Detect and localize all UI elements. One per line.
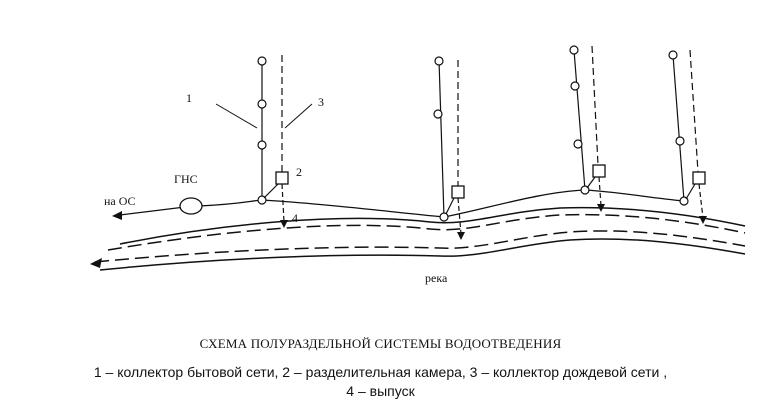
manhole: [257, 140, 267, 150]
outlet-arrows: [280, 204, 707, 240]
storm-collector-4: [689, 49, 699, 173]
outlet-arrow-icon: [597, 204, 605, 212]
separation-chamber: [692, 171, 706, 185]
label-number-4: 4: [292, 211, 298, 225]
manhole: [257, 99, 267, 109]
manhole: [668, 50, 678, 60]
separation-chamber: [275, 171, 289, 185]
river-banks: [94, 206, 746, 271]
manhole: [439, 212, 449, 222]
legend-line-2: 4 – выпуск: [346, 383, 415, 399]
manhole: [433, 109, 443, 119]
manhole: [569, 45, 579, 55]
chamber-connection: [586, 176, 596, 189]
pump-station-symbol: [179, 197, 203, 215]
storm-collectors: [281, 45, 699, 186]
domestic-branches: [261, 49, 685, 218]
outlet-line: [457, 197, 462, 235]
manholes: [257, 45, 689, 222]
domestic-branch-4: [672, 54, 685, 202]
separation-chamber: [451, 185, 465, 199]
chamber-connection: [685, 183, 696, 200]
domestic-branch-3: [573, 49, 586, 191]
chamber-connections: [263, 176, 696, 215]
outlet-arrow-icon: [457, 232, 465, 240]
label-to-treatment: на ОС: [104, 194, 136, 208]
river-bank-upper-dashed: [107, 213, 746, 251]
scheme-title: СХЕМА ПОЛУРАЗДЕЛЬНОЙ СИСТЕМЫ ВОДООТВЕДЕН…: [199, 336, 562, 351]
outlets: [281, 176, 704, 235]
chamber-connection: [445, 197, 455, 215]
main-domestic-collector: [119, 189, 685, 218]
outlet-line: [598, 176, 602, 207]
arrow-to-treatment-icon: [112, 211, 122, 220]
outlet-arrow-icon: [280, 220, 288, 228]
river-bank-upper-solid: [119, 206, 746, 245]
separation-chambers: [275, 164, 706, 199]
outlet-arrow-icon: [699, 216, 707, 224]
label-river: река: [425, 271, 448, 285]
manhole: [434, 56, 444, 66]
storm-collector-3: [591, 45, 599, 166]
river-flow-arrow-icon: [90, 258, 102, 268]
outlet-line: [698, 183, 704, 219]
chamber-connection: [263, 183, 279, 199]
label-number-3: 3: [318, 95, 324, 109]
manhole: [257, 56, 267, 66]
leader-lines: [215, 103, 313, 129]
legend-line-1: 1 – коллектор бытовой сети, 2 – разделит…: [93, 364, 668, 380]
leader-line-3: [284, 103, 313, 129]
manhole: [570, 81, 580, 91]
sewer-scheme-diagram: на ОС ГНС 1 3 2 4 река: [90, 45, 746, 285]
label-number-2: 2: [296, 165, 302, 179]
manhole: [675, 136, 685, 146]
domestic-branch-2: [438, 59, 445, 218]
leader-line-1: [215, 103, 258, 129]
river-bank-lower-dashed: [94, 230, 746, 263]
outlet-line: [281, 183, 285, 223]
label-pump-station: ГНС: [174, 172, 198, 186]
river-bank-lower-solid: [99, 238, 746, 271]
label-number-1: 1: [186, 91, 192, 105]
manhole: [573, 139, 583, 149]
separation-chamber: [592, 164, 606, 178]
